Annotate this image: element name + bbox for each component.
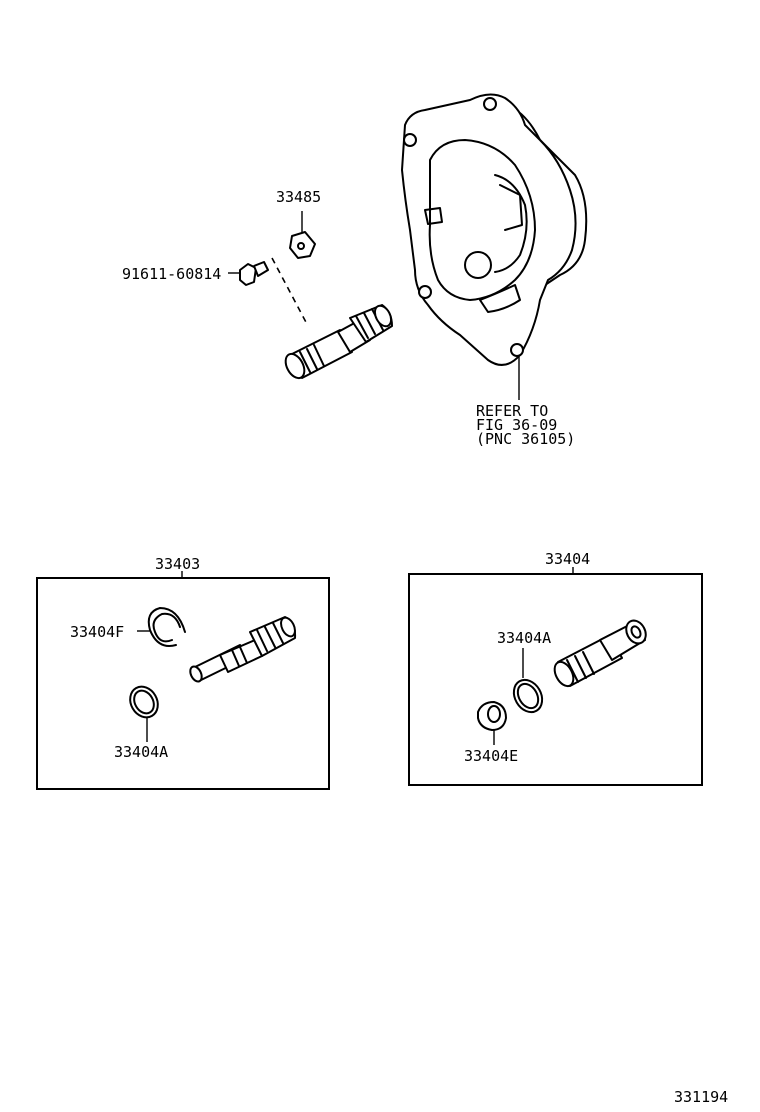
kit-33404-title: 33404 (545, 550, 591, 568)
reference-note-line3: (PNC 36105) (476, 430, 576, 448)
label-33404A-kit2: 33404A (497, 629, 552, 647)
label-91611-60814: 91611-60814 (122, 265, 222, 283)
figure-number: 331194 (674, 1088, 729, 1106)
extension-housing (401, 93, 588, 400)
kit-33403-box (36, 577, 330, 790)
kit-33404-box (408, 573, 703, 786)
label-33485: 33485 (276, 188, 322, 206)
label-33404A-kit1: 33404A (114, 743, 169, 761)
label-33404E: 33404E (464, 747, 519, 765)
kit-33403-parts (129, 607, 297, 742)
reference-note-line1: REFER TO (476, 402, 549, 420)
driven-gear-assembly (284, 304, 393, 380)
bolt (228, 261, 269, 286)
kit-33404-parts (477, 619, 647, 745)
lock-plate (289, 211, 316, 259)
reference-note-line2: FIG 36-09 (476, 416, 558, 434)
label-33404F: 33404F (70, 623, 125, 641)
kit-33403-title: 33403 (155, 555, 201, 573)
